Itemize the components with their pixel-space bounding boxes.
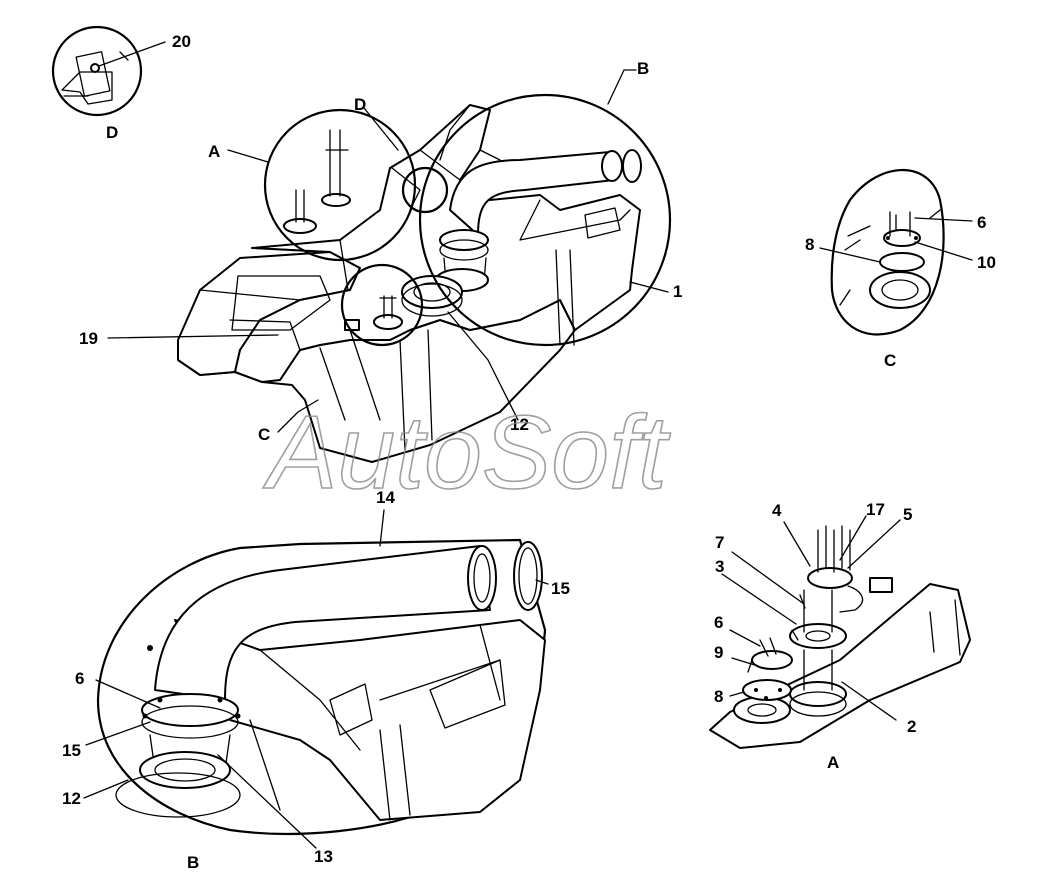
label-part-20: 20 [172,32,191,51]
label-part-3: 3 [715,557,724,576]
label-part-15-ring: 15 [551,579,570,598]
label-part-15-clamp: 15 [62,741,81,760]
detail-b-title: B [187,853,199,872]
label-part-14: 14 [376,488,395,507]
label-part-1: 1 [673,282,682,301]
label-part-7: 7 [715,533,724,552]
detail-a: 4 17 5 7 3 6 9 8 2 A [709,500,971,772]
label-view-d-callout: D [354,95,366,114]
autosoft-watermark: AutoSoft [262,395,671,511]
detail-a-title: A [827,753,839,772]
label-part-6-a: 6 [714,613,723,632]
label-part-6-c: 6 [977,213,986,232]
label-part-2: 2 [907,717,916,736]
detail-b: 14 15 6 15 12 13 B [62,488,570,872]
label-part-4: 4 [772,501,782,520]
label-part-12-b: 12 [62,789,81,808]
label-part-13: 13 [314,847,333,866]
label-part-5: 5 [903,505,912,524]
detail-c: 6 10 8 C [805,168,996,370]
label-part-12: 12 [510,415,529,434]
label-view-a-callout: A [208,142,220,161]
detail-d-title: D [106,123,118,142]
label-part-10: 10 [977,253,996,272]
label-view-b-callout: B [637,59,649,78]
label-part-6-b: 6 [75,669,84,688]
label-view-c-callout: C [258,425,270,444]
detail-d: 20 D [51,25,191,142]
main-fuel-tank: A D B 1 19 C 12 [79,59,682,463]
label-part-19: 19 [79,329,98,348]
label-part-9: 9 [714,643,723,662]
detail-c-title: C [884,351,896,370]
label-part-8-c: 8 [805,235,814,254]
label-part-8-a: 8 [714,687,723,706]
label-part-17: 17 [866,500,885,519]
